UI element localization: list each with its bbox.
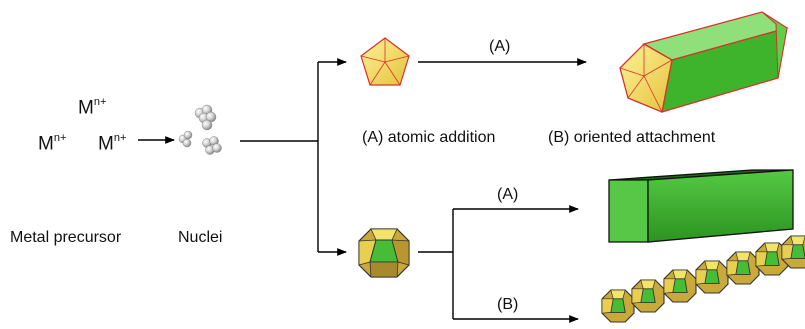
legend-atomic-addition: (A) atomic addition [362, 129, 496, 146]
pentagonal-rod-icon [619, 11, 789, 113]
nanowire-chain-icon [601, 235, 805, 323]
bottom-path-a-label: (A) [497, 186, 519, 203]
branch-lines [240, 58, 587, 323]
precursor-ion-top: Mn+ [78, 96, 107, 119]
ion-symbol: M [98, 133, 114, 155]
nuclei-icon [178, 104, 222, 155]
bottom-path-b-label: (B) [497, 296, 519, 313]
precursor-ion-right: Mn+ [98, 132, 127, 155]
metal-precursor-label: Metal precursor [10, 229, 122, 246]
chain-unit [601, 289, 635, 323]
chain-unit [663, 269, 697, 303]
ion-symbol: M [78, 97, 94, 119]
cuboctahedron-seed-icon [358, 228, 410, 278]
nuclei-label: Nuclei [178, 229, 223, 246]
top-path-label: (A) [489, 38, 511, 55]
ion-charge: n+ [93, 96, 107, 108]
chain-unit [695, 260, 729, 294]
legend-oriented-attachment: (B) oriented attachment [548, 129, 716, 146]
precursor-ion-left: Mn+ [38, 132, 67, 155]
decahedron-seed-icon [360, 37, 410, 86]
ion-charge: n+ [53, 132, 67, 144]
ion-symbol: M [38, 133, 54, 155]
chain-unit [631, 279, 665, 313]
chain-unit [726, 251, 760, 285]
chain-unit [781, 235, 805, 269]
square-rod-icon [608, 169, 794, 243]
ion-charge: n+ [113, 132, 127, 144]
